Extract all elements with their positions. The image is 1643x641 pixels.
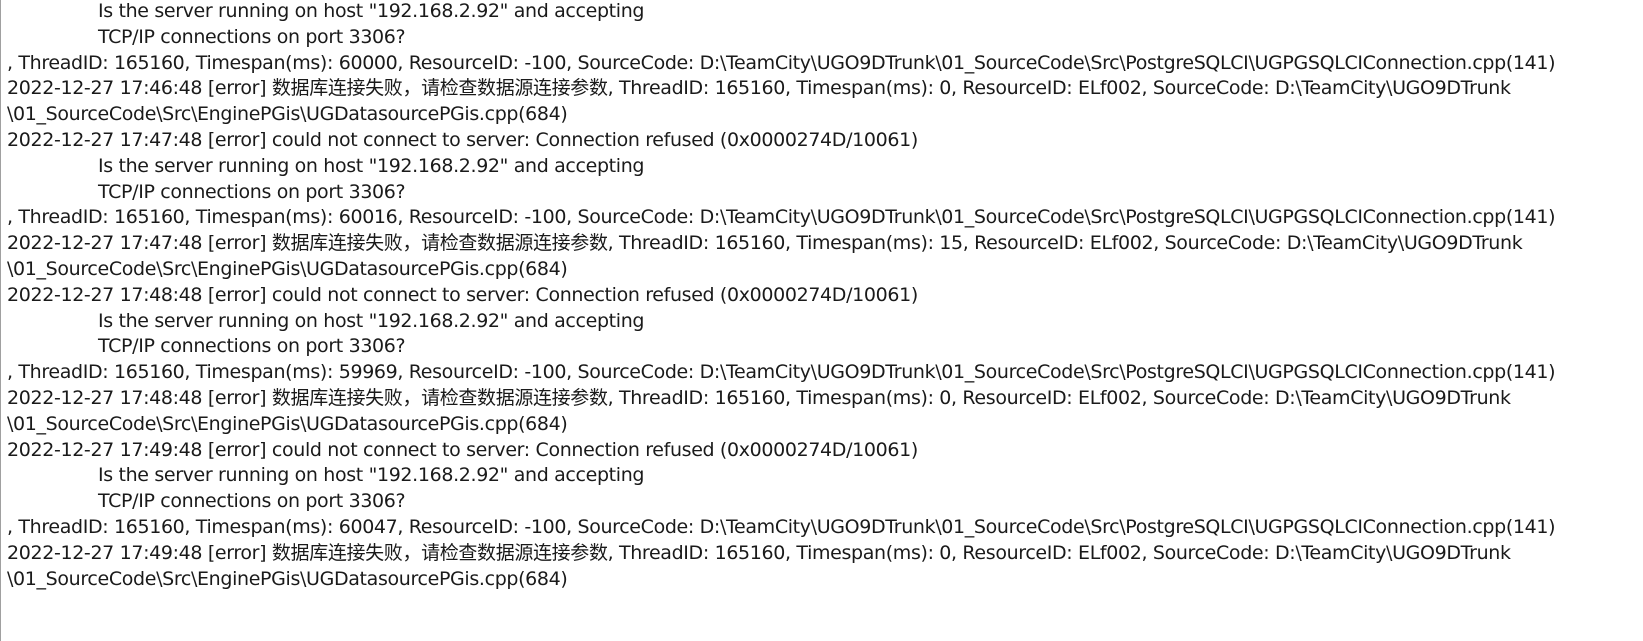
log-line: \01_SourceCode\Src\EnginePGis\UGDatasour… bbox=[7, 257, 568, 280]
log-line: Is the server running on host "192.168.2… bbox=[98, 464, 645, 487]
log-line: \01_SourceCode\Src\EnginePGis\UGDatasour… bbox=[7, 412, 568, 435]
log-line: Is the server running on host "192.168.2… bbox=[98, 309, 645, 332]
log-line: , ThreadID: 165160, Timespan(ms): 59969,… bbox=[7, 361, 1556, 384]
log-line: 2022-12-27 17:46:48 [error] 数据库连接失败，请检查数… bbox=[7, 77, 1511, 100]
log-line: 2022-12-27 17:49:48 [error] could not co… bbox=[7, 438, 918, 461]
log-line: TCP/IP connections on port 3306? bbox=[98, 335, 406, 358]
log-line: 2022-12-27 17:48:48 [error] 数据库连接失败，请检查数… bbox=[7, 386, 1511, 409]
log-line: \01_SourceCode\Src\EnginePGis\UGDatasour… bbox=[7, 567, 568, 590]
log-line: 2022-12-27 17:47:48 [error] 数据库连接失败，请检查数… bbox=[7, 232, 1523, 255]
log-text-area[interactable]: Is the server running on host "192.168.2… bbox=[7, 0, 1637, 592]
log-line: TCP/IP connections on port 3306? bbox=[98, 180, 406, 203]
log-line: , ThreadID: 165160, Timespan(ms): 60047,… bbox=[7, 515, 1556, 538]
log-line: , ThreadID: 165160, Timespan(ms): 60016,… bbox=[7, 206, 1556, 229]
viewer-left-border bbox=[0, 0, 1, 641]
log-line: TCP/IP connections on port 3306? bbox=[98, 490, 406, 513]
log-line: 2022-12-27 17:47:48 [error] could not co… bbox=[7, 128, 918, 151]
log-line: \01_SourceCode\Src\EnginePGis\UGDatasour… bbox=[7, 103, 568, 126]
log-line: 2022-12-27 17:48:48 [error] could not co… bbox=[7, 283, 918, 306]
log-line: , ThreadID: 165160, Timespan(ms): 60000,… bbox=[7, 51, 1556, 74]
log-line: Is the server running on host "192.168.2… bbox=[98, 154, 645, 177]
log-line: Is the server running on host "192.168.2… bbox=[98, 0, 645, 22]
log-line: 2022-12-27 17:49:48 [error] 数据库连接失败，请检查数… bbox=[7, 541, 1511, 564]
log-line: TCP/IP connections on port 3306? bbox=[98, 25, 406, 48]
